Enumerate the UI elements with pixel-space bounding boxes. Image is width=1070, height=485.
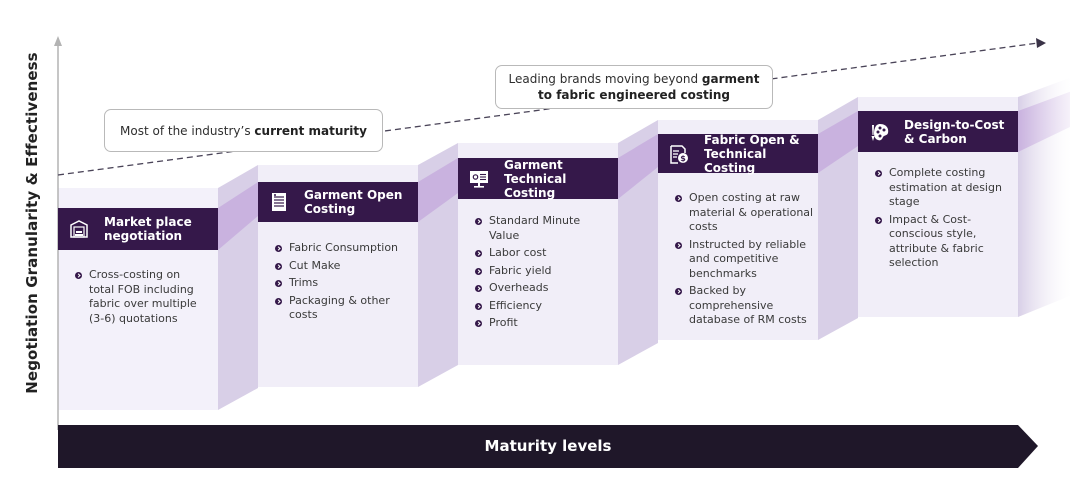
level-bullet: Complete costing estimation at design st… [875,166,1005,210]
step-side-band [1018,91,1070,152]
callout-current-bold: current maturity [254,123,367,138]
callout-current-text: Most of the industry’s [120,123,255,138]
warehouse-icon [68,218,90,240]
level-title: Garment Technical Costing [504,157,567,200]
step-side-band [618,134,658,199]
level-header: $ Fabric Open & Technical Costing [658,132,818,175]
level-header: Garment Technical Costing [458,157,618,200]
level-bullet: Standard Minute Value [475,214,609,243]
level-title: Design-to-Cost & Carbon [904,117,1005,146]
level-bullet: Overheads [475,281,609,296]
callout-leading-text: Leading brands moving beyond [508,72,702,86]
trend-dashed-line [57,42,1039,176]
level-bullet: Cross-costing on total FOB including fab… [75,268,207,326]
y-axis-arrowhead [54,36,62,46]
level-bullet-list: Cross-costing on total FOB including fab… [75,268,207,329]
callout-leading-brands: Leading brands moving beyond garment to … [495,65,773,109]
maturity-levels-label: Maturity levels [484,437,612,455]
level-header: Design-to-Cost & Carbon [858,111,1018,152]
level-bullet: Impact & Cost-conscious style, attribute… [875,213,1005,271]
palette-brush-icon [868,121,890,143]
level-bullet: Fabric Consumption [275,241,419,256]
level-bullet: Labor cost [475,246,609,261]
level-bullet: Efficiency [475,299,609,314]
level-title: Market place negotiation [104,215,192,243]
document-dollar-icon: $ [668,143,690,165]
trend-arrowhead [1036,38,1046,48]
step-side-band [818,111,858,173]
callout-leading-bold: garment to fabric engineered costing [538,72,760,102]
level-header: Market place negotiation [58,208,218,250]
level-title: Garment Open Costing [304,188,403,216]
y-axis-label: Negotiation Granularity & Effectiveness [23,52,41,394]
level-bullet: Packaging & other costs [275,294,419,323]
level-bullet: Profit [475,316,609,331]
svg-text:$: $ [680,154,686,163]
step-side-band [418,158,458,222]
level-bullet: Backed by comprehensive database of RM c… [675,284,817,328]
level-title: Fabric Open & Technical Costing [704,132,800,175]
document-list-icon [268,191,290,213]
level-bullet: Trims [275,276,419,291]
callout-current-maturity: Most of the industry’s current maturity [104,109,383,152]
step-side-band [218,182,258,250]
level-bullet: Instructed by reliable and competitive b… [675,238,817,282]
level-header: Garment Open Costing [258,182,418,222]
level-bullet: Cut Make [275,259,419,274]
level-bullet-list: Complete costing estimation at design st… [875,166,1005,274]
monitor-settings-icon [468,168,490,190]
level-bullet-list: Open costing at raw material & operation… [675,191,817,331]
level-bullet: Fabric yield [475,264,609,279]
maturity-levels-bar [58,425,1038,468]
level-bullet: Open costing at raw material & operation… [675,191,817,235]
